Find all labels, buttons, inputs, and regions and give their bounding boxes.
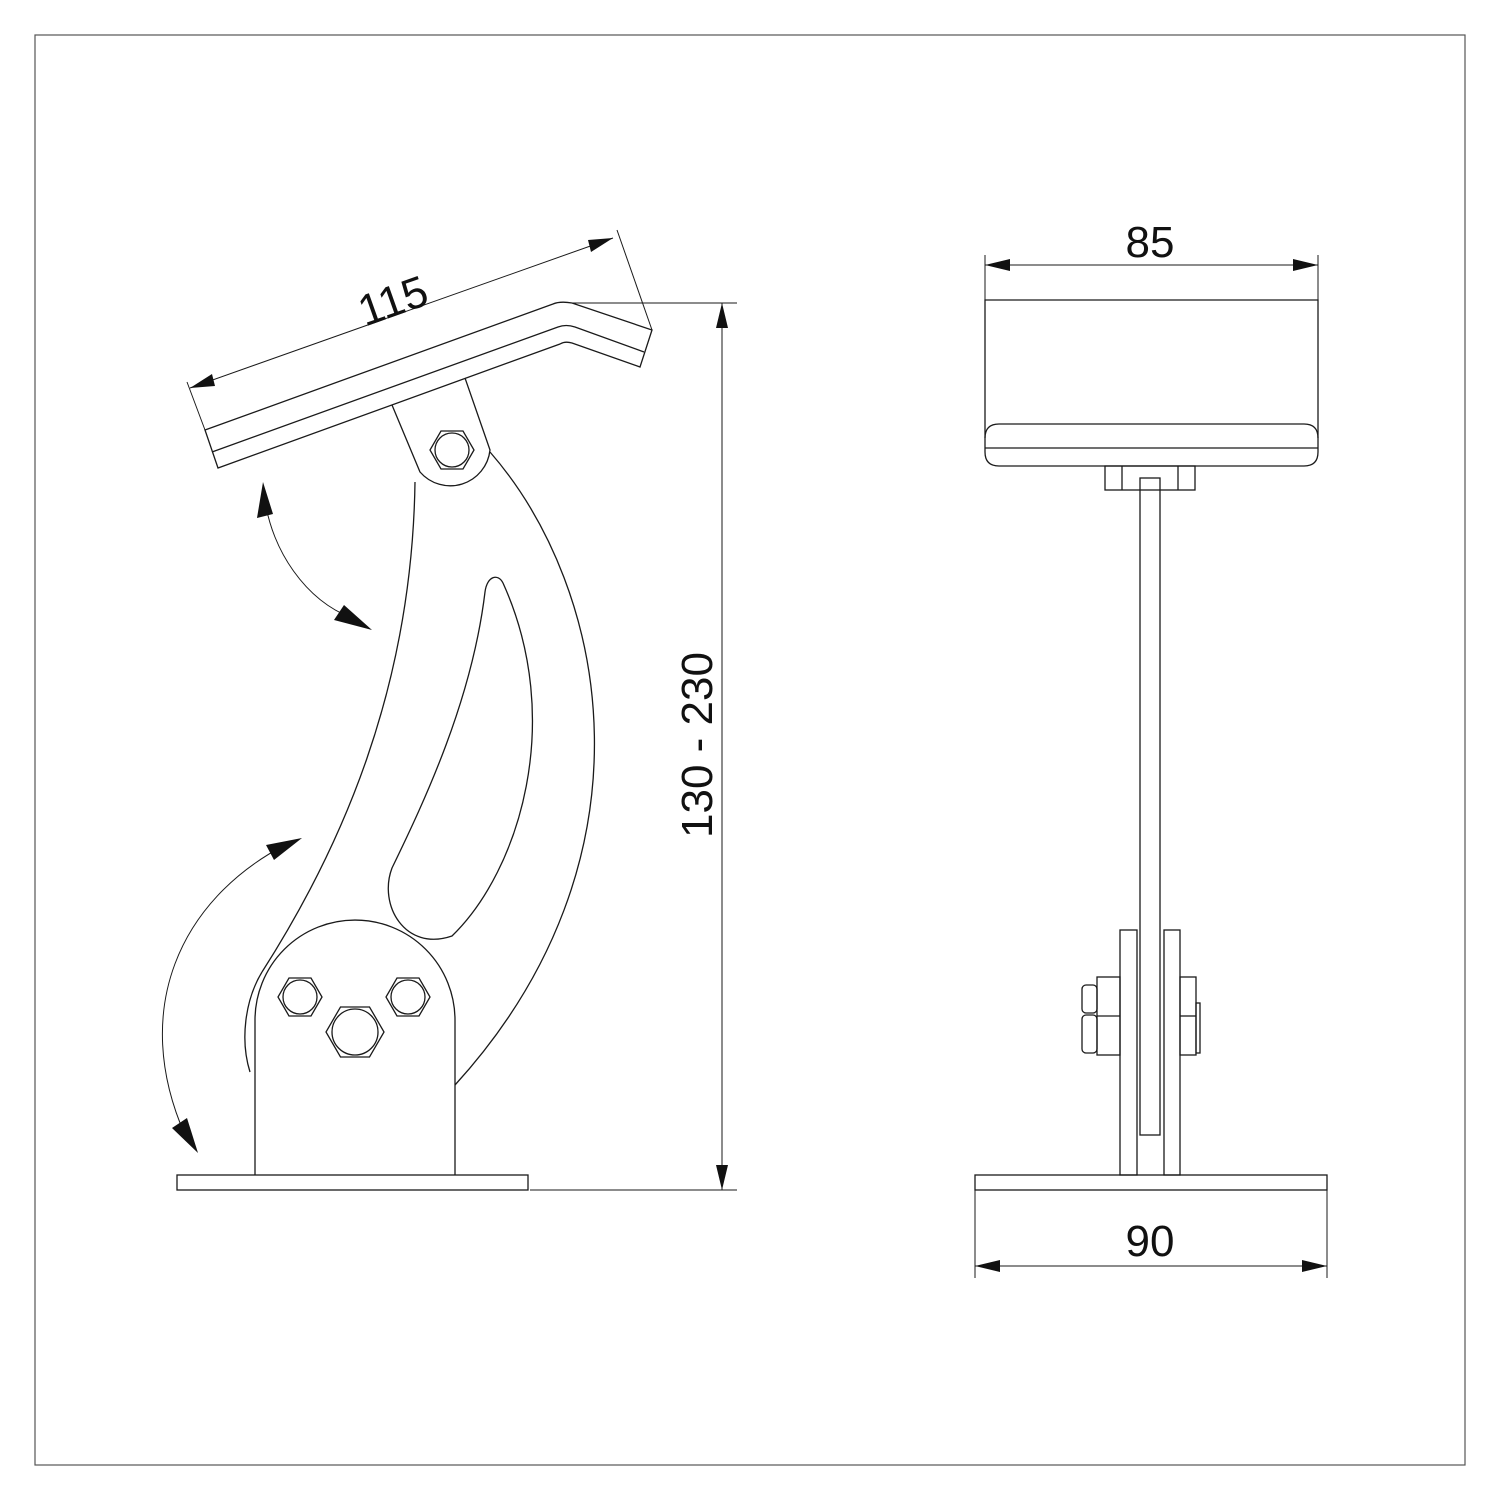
arrowhead (190, 374, 215, 388)
arrowhead (985, 259, 1010, 271)
hex-bolt-left (277, 977, 323, 1017)
hex-bolt-center (325, 1006, 385, 1058)
bolt-end-right (1195, 1002, 1201, 1054)
bracket-arc (244, 971, 263, 1073)
bolt-head-left (1081, 984, 1098, 1014)
dimension-label-height: 130 - 230 (673, 652, 722, 838)
dimension-label-85: 85 (1126, 218, 1175, 267)
bolt-head-left (1081, 1014, 1098, 1054)
dimension-label-90: 90 (1126, 1217, 1175, 1266)
arrowhead (975, 1260, 1000, 1272)
top-clevis (1104, 465, 1196, 491)
platform-front-edge (984, 423, 1319, 439)
side-view: 115 130 - 230 (162, 229, 737, 1191)
hex-bolt-top (429, 430, 475, 470)
arrowhead (172, 1118, 198, 1153)
rotation-arrow-lower (162, 844, 286, 1136)
arm-right-edge (454, 451, 596, 1086)
base-plate-front (974, 1174, 1328, 1191)
mounting-platform (204, 301, 653, 469)
arm-front (1139, 477, 1161, 1136)
dimension-line-115 (189, 237, 614, 389)
extension-line (616, 229, 653, 331)
fork-plate-right (1163, 929, 1181, 1176)
arrowhead (266, 838, 302, 860)
fork-plate-left (1119, 929, 1138, 1176)
arrowhead (588, 238, 613, 252)
arrowhead (334, 605, 372, 630)
base-plate (176, 1174, 529, 1191)
arrowhead (716, 1165, 728, 1190)
bolt-washer-right (390, 979, 426, 1015)
bolt-washer-left (282, 979, 318, 1015)
arrowhead (1302, 1260, 1327, 1272)
clevis (391, 377, 491, 487)
hex-bolt-right (385, 977, 431, 1017)
dimension-label-115: 115 (352, 267, 434, 337)
front-view: 85 90 (974, 218, 1328, 1278)
arm-left-edge (261, 481, 416, 973)
adjustment-slot (387, 576, 534, 940)
arrowhead (257, 482, 273, 518)
bolt-washer-center (331, 1008, 379, 1056)
platform-front (984, 299, 1319, 467)
platform-inner-line (211, 324, 645, 453)
arrowhead (1293, 259, 1318, 271)
rotation-arrow-upper (264, 499, 353, 619)
bolt-washer-top (434, 432, 470, 468)
arrowhead (716, 303, 728, 328)
drawing-frame (34, 34, 1466, 1466)
extension-line (186, 381, 206, 431)
upright-bracket (254, 919, 456, 1175)
